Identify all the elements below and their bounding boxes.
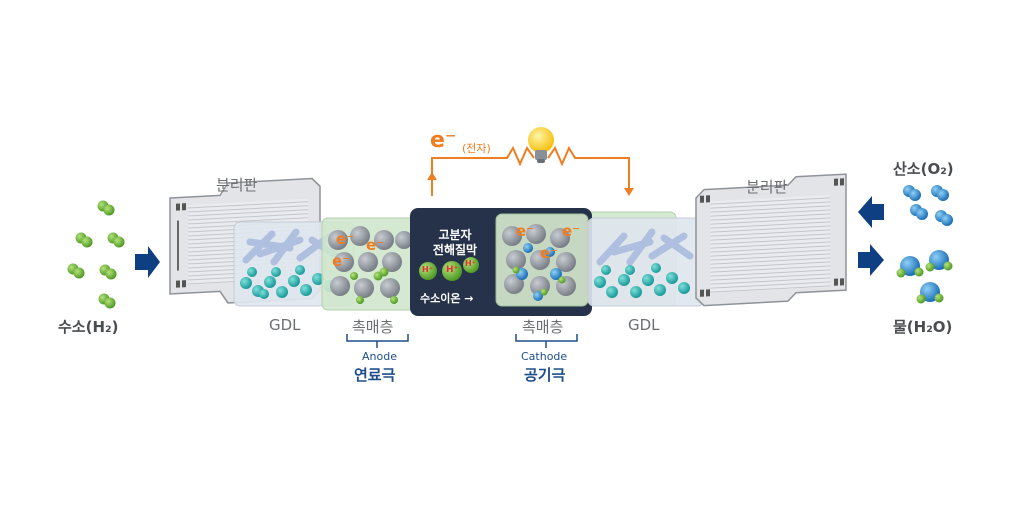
hydrogen-ion-label: 수소이온 → bbox=[420, 292, 474, 305]
gdl-right-label: GDL bbox=[628, 316, 660, 334]
catalyst-layer-right-label: 촉매층 bbox=[522, 318, 564, 336]
electron-cathode-2: e⁻ bbox=[562, 222, 581, 240]
membrane-title: 고분자 전해질막 bbox=[420, 228, 490, 258]
electron-anode-3: e⁻ bbox=[332, 252, 351, 270]
external-circuit bbox=[431, 145, 630, 196]
proton-icons bbox=[419, 257, 479, 281]
oxygen-input-label: 산소(O₂) bbox=[893, 160, 954, 178]
proton-1: H⁺ bbox=[422, 265, 433, 274]
lightbulb-icon bbox=[528, 127, 554, 163]
anode-ko-label: 연료극 bbox=[354, 366, 396, 384]
membrane-title-line1: 고분자 bbox=[438, 228, 472, 242]
water-output-label: 물(H₂O) bbox=[893, 318, 953, 336]
cathode-en-label: Cathode bbox=[521, 350, 568, 363]
electron-cathode-3: e⁻ bbox=[540, 244, 559, 262]
arrow-right-icon bbox=[135, 246, 160, 278]
electron-symbol: e⁻ bbox=[430, 128, 457, 153]
separator-plate-right-label: 분리판 bbox=[746, 178, 788, 196]
catalyst-layer-left-label: 촉매층 bbox=[352, 318, 394, 336]
electron-anode-2: e⁻ bbox=[366, 236, 385, 254]
proton-2: H⁺ bbox=[446, 265, 459, 275]
electron-anode-1: e⁻ bbox=[336, 230, 355, 248]
electron-cathode-1: e⁻ bbox=[516, 222, 535, 240]
arrow-right-icon bbox=[858, 244, 884, 276]
hydrogen-input-label: 수소(H₂) bbox=[58, 318, 119, 336]
anode-en-label: Anode bbox=[362, 350, 397, 363]
oxygen-molecules bbox=[903, 185, 953, 226]
cathode-ko-label: 공기극 bbox=[524, 366, 566, 384]
water-molecules bbox=[896, 250, 953, 304]
hydrogen-molecules-left bbox=[67, 200, 125, 309]
separator-plate-left-label: 분리판 bbox=[216, 176, 258, 194]
proton-3: H⁺ bbox=[465, 259, 476, 268]
membrane-title-line2: 전해질막 bbox=[432, 243, 478, 257]
arrow-left-icon bbox=[858, 196, 884, 228]
gdl-left-label: GDL bbox=[269, 316, 301, 334]
electron-label: (전자) bbox=[462, 142, 491, 155]
